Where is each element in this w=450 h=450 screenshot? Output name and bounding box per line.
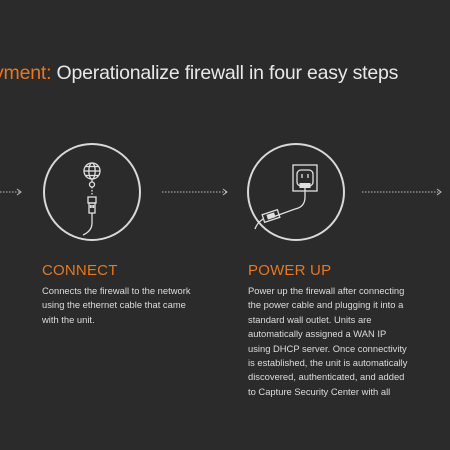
page-title: yment: Operationalize firewall in four e… — [0, 62, 398, 85]
description-line: using the ethernet cable that came — [42, 299, 186, 311]
flow-arrow-right — [362, 188, 444, 196]
title-text: Operationalize firewall in four easy ste… — [51, 62, 399, 84]
description-line: standard wall outlet. Units are — [248, 313, 372, 325]
description-line: to Capture Security Center with all — [248, 385, 391, 397]
power-up-step-description: Power up the firewall after connecting t… — [248, 284, 407, 399]
description-line: using DHCP server. Once connectivity — [248, 342, 407, 354]
description-line: discovered, authenticated, and added — [248, 371, 405, 383]
description-line: is established, the unit is automaticall… — [248, 357, 408, 369]
flow-arrow-left — [0, 188, 24, 196]
description-line: with the unit. — [42, 313, 95, 325]
description-line: Connects the firewall to the network — [42, 285, 191, 296]
connect-step-circle — [43, 143, 141, 241]
power-outlet-icon — [254, 164, 318, 230]
description-line: the power cable and plugging it into a — [248, 299, 404, 311]
title-accent: yment: — [0, 62, 52, 84]
globe-ethernet-icon — [82, 162, 101, 236]
power-up-step-title: POWER UP — [248, 262, 332, 279]
flow-arrow-middle — [162, 188, 230, 196]
power-step-circle — [247, 143, 345, 241]
connect-step-title: CONNECT — [42, 262, 118, 279]
description-line: Power up the firewall after connecting — [248, 285, 405, 296]
description-line: automatically assigned a WAN IP — [248, 328, 387, 340]
connect-step-description: Connects the firewall to the network usi… — [42, 284, 191, 327]
